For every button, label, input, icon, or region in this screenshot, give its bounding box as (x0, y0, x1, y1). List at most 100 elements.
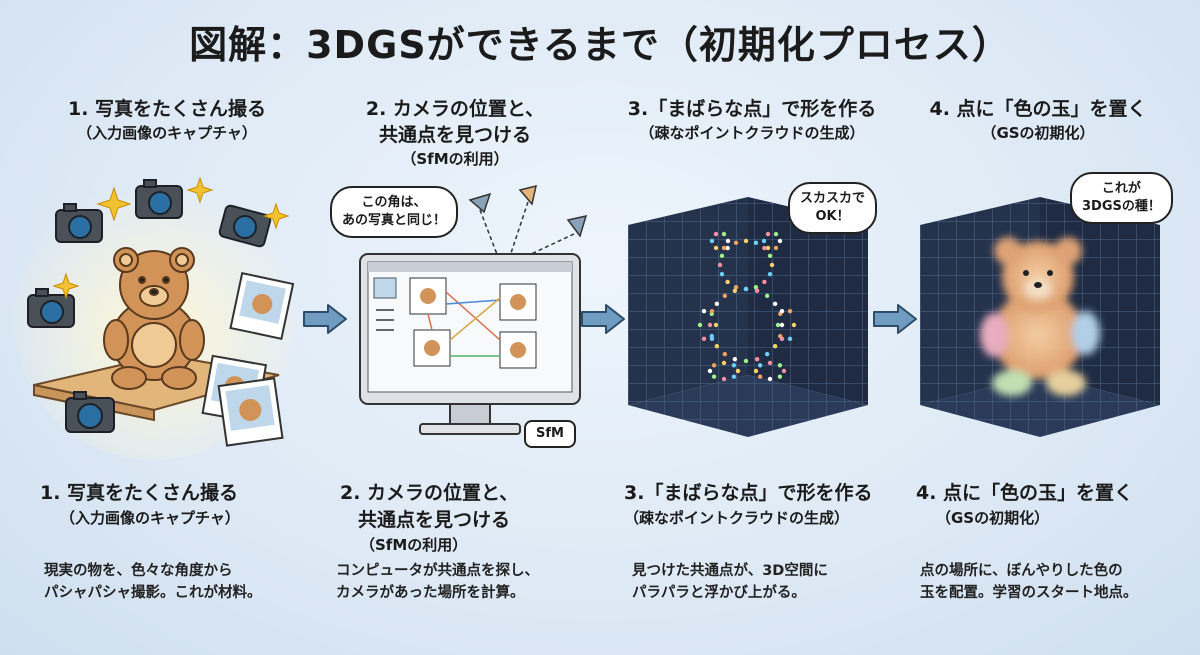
step1-header: 1. 写真をたくさん撮る （入力画像のキャプチャ） (22, 96, 312, 144)
point-cloud-point (757, 363, 763, 368)
point-cloud-point (753, 368, 759, 374)
point-cloud-point (733, 284, 739, 290)
camera-frustum-icon (468, 184, 588, 238)
step2-description: コンピュータが共通点を探し、 カメラがあった場所を計算。 (336, 560, 606, 604)
point-cloud-point (787, 336, 793, 342)
page-title: 図解：3DGSができるまで（初期化プロセス） (189, 23, 1011, 67)
step2-header: 2. カメラの位置と、 共通点を見つける （SfMの利用） (310, 96, 600, 170)
right-arrow-icon (873, 304, 917, 334)
step4-bottom-title: 4. 点に「色の玉」を置く (916, 482, 1134, 504)
step1-desc-line1: 現実の物を、色々な角度から (44, 563, 233, 579)
point-cloud-point (773, 245, 779, 251)
point-cloud-point (721, 231, 727, 237)
point-cloud-point (701, 308, 707, 314)
point-cloud-point (779, 308, 785, 314)
point-cloud-point (721, 245, 727, 251)
point-cloud-point (725, 279, 730, 285)
step4-header: 4. 点に「色の玉」を置く （GSの初期化） (893, 96, 1183, 144)
point-cloud-point (775, 322, 781, 328)
step2-header-title: 2. カメラの位置と、 (365, 98, 545, 120)
point-cloud-point (709, 336, 715, 342)
point-cloud-point (709, 238, 715, 244)
step1-desc-line2: パシャパシャ撮影。これが材料。 (44, 585, 262, 601)
step4-description: 点の場所に、ぼんやりした色の 玉を配置。学習のスタート地点。 (920, 560, 1190, 604)
step3-speech-bubble: スカスカで OK！ (788, 182, 878, 234)
point-cloud-point (725, 245, 730, 251)
point-cloud-point (773, 231, 779, 237)
camera-icon (218, 204, 272, 248)
step4-desc-line1: 点の場所に、ぼんやりした色の (920, 563, 1123, 579)
point-cloud-point (767, 376, 773, 382)
step2-bottom-header: 2. カメラの位置と、 共通点を見つける （SfMの利用） (340, 480, 630, 556)
photo-icon (229, 271, 295, 340)
step2-header-title-line2: 共通点を見つける (378, 124, 531, 146)
camera-icon (135, 179, 183, 219)
point-cloud-point (722, 293, 728, 299)
step4-speech-bubble: これが 3DGSの種！ (1070, 172, 1173, 224)
point-cloud-point (719, 253, 725, 259)
point-cloud-point (743, 286, 749, 292)
point-cloud-point (772, 301, 778, 307)
step3-bubble-line1: スカスカで (800, 191, 866, 206)
point-cloud-point (717, 262, 723, 268)
point-cloud-point (779, 322, 785, 328)
step3-bottom-subtitle: （疎なポイントクラウドの生成） (624, 509, 850, 527)
point-cloud-point (753, 240, 759, 246)
step2-bottom-title: 2. カメラの位置と、 (340, 482, 519, 504)
point-cloud-point (731, 374, 737, 379)
point-cloud-point (791, 322, 797, 328)
step2-desc-line2: カメラがあった場所を計算。 (336, 585, 525, 601)
step3-desc-line1: 見つけた共通点が、3D空間に (632, 563, 828, 579)
step4-desc-line2: 玉を配置。学習のスタート地点。 (920, 585, 1138, 601)
step3-header-title: 3.「まばらな点」で形を作る (627, 98, 877, 120)
step1-header-subtitle: （入力画像のキャプチャ） (77, 124, 257, 142)
point-cloud-point (732, 288, 738, 293)
step1-illustration (14, 176, 295, 460)
point-cloud-point (767, 271, 773, 277)
step2-speech-bubble: この角は、 あの写真と同じ！ (330, 186, 459, 238)
point-cloud-point (777, 374, 783, 379)
point-cloud-point (777, 363, 783, 368)
step2-bubble-line1: この角は、 (361, 195, 427, 210)
point-cloud-point (767, 253, 773, 259)
photo-icon (409, 277, 537, 369)
point-cloud-point (779, 336, 785, 342)
step4-bottom-header: 4. 点に「色の玉」を置く （GSの初期化） (916, 480, 1200, 529)
point-cloud-point (761, 238, 767, 244)
step2-bottom-title-line2: 共通点を見つける (358, 509, 511, 531)
step4-bubble-line2: 3DGSの種！ (1082, 199, 1161, 214)
point-cloud-point (764, 293, 770, 299)
step1-header-title: 1. 写真をたくさん撮る (67, 98, 267, 120)
sfm-tag: SfM (524, 420, 576, 448)
point-cloud-point (709, 308, 715, 314)
camera-icon (65, 391, 115, 433)
gaussian-teddy-bear (980, 237, 1100, 396)
step2-bottom-subtitle: （SfMの利用） (360, 536, 468, 554)
step1-bottom-subtitle: （入力画像のキャプチャ） (60, 509, 240, 527)
step4-bottom-subtitle: （GSの初期化） (936, 509, 1050, 527)
point-cloud-point (722, 351, 728, 357)
right-arrow-icon (581, 304, 625, 334)
point-cloud-point (711, 374, 717, 379)
step2-illustration (359, 184, 588, 435)
point-cloud-point (765, 245, 771, 251)
point-cloud-point (769, 262, 775, 268)
point-cloud-point (707, 368, 713, 374)
step4-header-title: 4. 点に「色の玉」を置く (929, 98, 1147, 120)
step3-bottom-header: 3.「まばらな点」で形を作る （疎なポイントクラウドの生成） (624, 480, 924, 529)
step3-bottom-title: 3.「まばらな点」で形を作る (624, 482, 873, 504)
point-cloud-point (743, 358, 749, 364)
point-cloud-point (781, 368, 787, 374)
point-cloud (697, 231, 797, 382)
point-cloud-point (697, 322, 703, 328)
right-arrow-icon (303, 304, 347, 334)
step4-illustration (920, 197, 1160, 437)
point-cloud-point (754, 288, 760, 293)
point-cloud-point (725, 238, 731, 244)
step3-illustration (628, 197, 868, 437)
point-cloud-point (732, 357, 738, 362)
point-cloud-point (714, 301, 720, 307)
point-cloud-point (777, 238, 783, 244)
point-cloud-point (735, 368, 741, 374)
step4-bubble-line1: これが (1101, 181, 1141, 196)
